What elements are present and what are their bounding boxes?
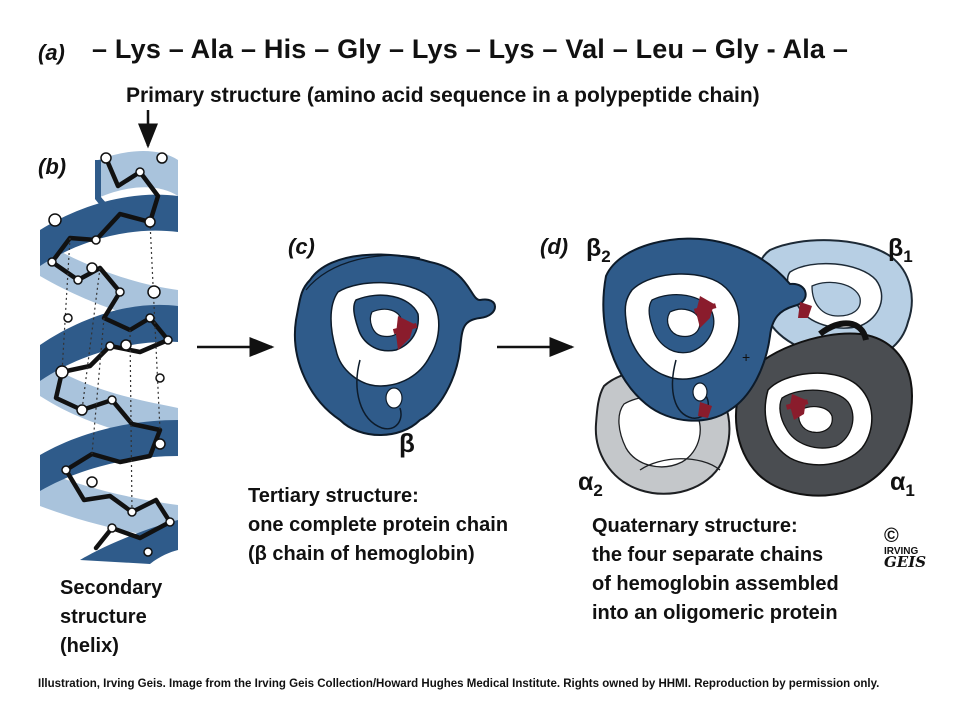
- label-d: (d): [540, 234, 569, 259]
- heme-groups: [693, 296, 812, 420]
- helix-atoms: [47, 152, 175, 557]
- beta2-chain-label: β2: [586, 234, 611, 266]
- secondary-structure-caption: Secondary structure (helix): [60, 577, 163, 657]
- primary-structure-caption: Primary structure (amino acid sequence i…: [126, 84, 760, 107]
- heme-group-beta: [392, 316, 418, 350]
- label-c: (c): [288, 234, 315, 259]
- image-credit: Illustration, Irving Geis. Image from th…: [38, 678, 880, 690]
- artist-signature: © IRVING GEIS: [884, 525, 927, 571]
- beta1-chain-label: β1: [888, 234, 913, 266]
- beta-chain-tertiary: [294, 253, 496, 436]
- alpha1-chain-label: α1: [890, 468, 915, 500]
- beta-chain-label: β: [399, 428, 415, 458]
- twofold-axis-mark: +: [742, 349, 750, 365]
- tertiary-structure-caption: Tertiary structure: one complete protein…: [248, 485, 509, 565]
- label-b: (b): [38, 154, 67, 179]
- helix-hydrogen-bonds: [61, 221, 161, 513]
- amino-acid-sequence: – Lys – Ala – His – Gly – Lys – Lys – Va…: [92, 34, 849, 64]
- quaternary-structure-caption: Quaternary structure: the four separate …: [592, 515, 839, 624]
- hemoglobin-quaternary: +: [594, 237, 914, 497]
- label-a: (a): [38, 40, 65, 65]
- alpha2-chain-label: α2: [578, 468, 603, 500]
